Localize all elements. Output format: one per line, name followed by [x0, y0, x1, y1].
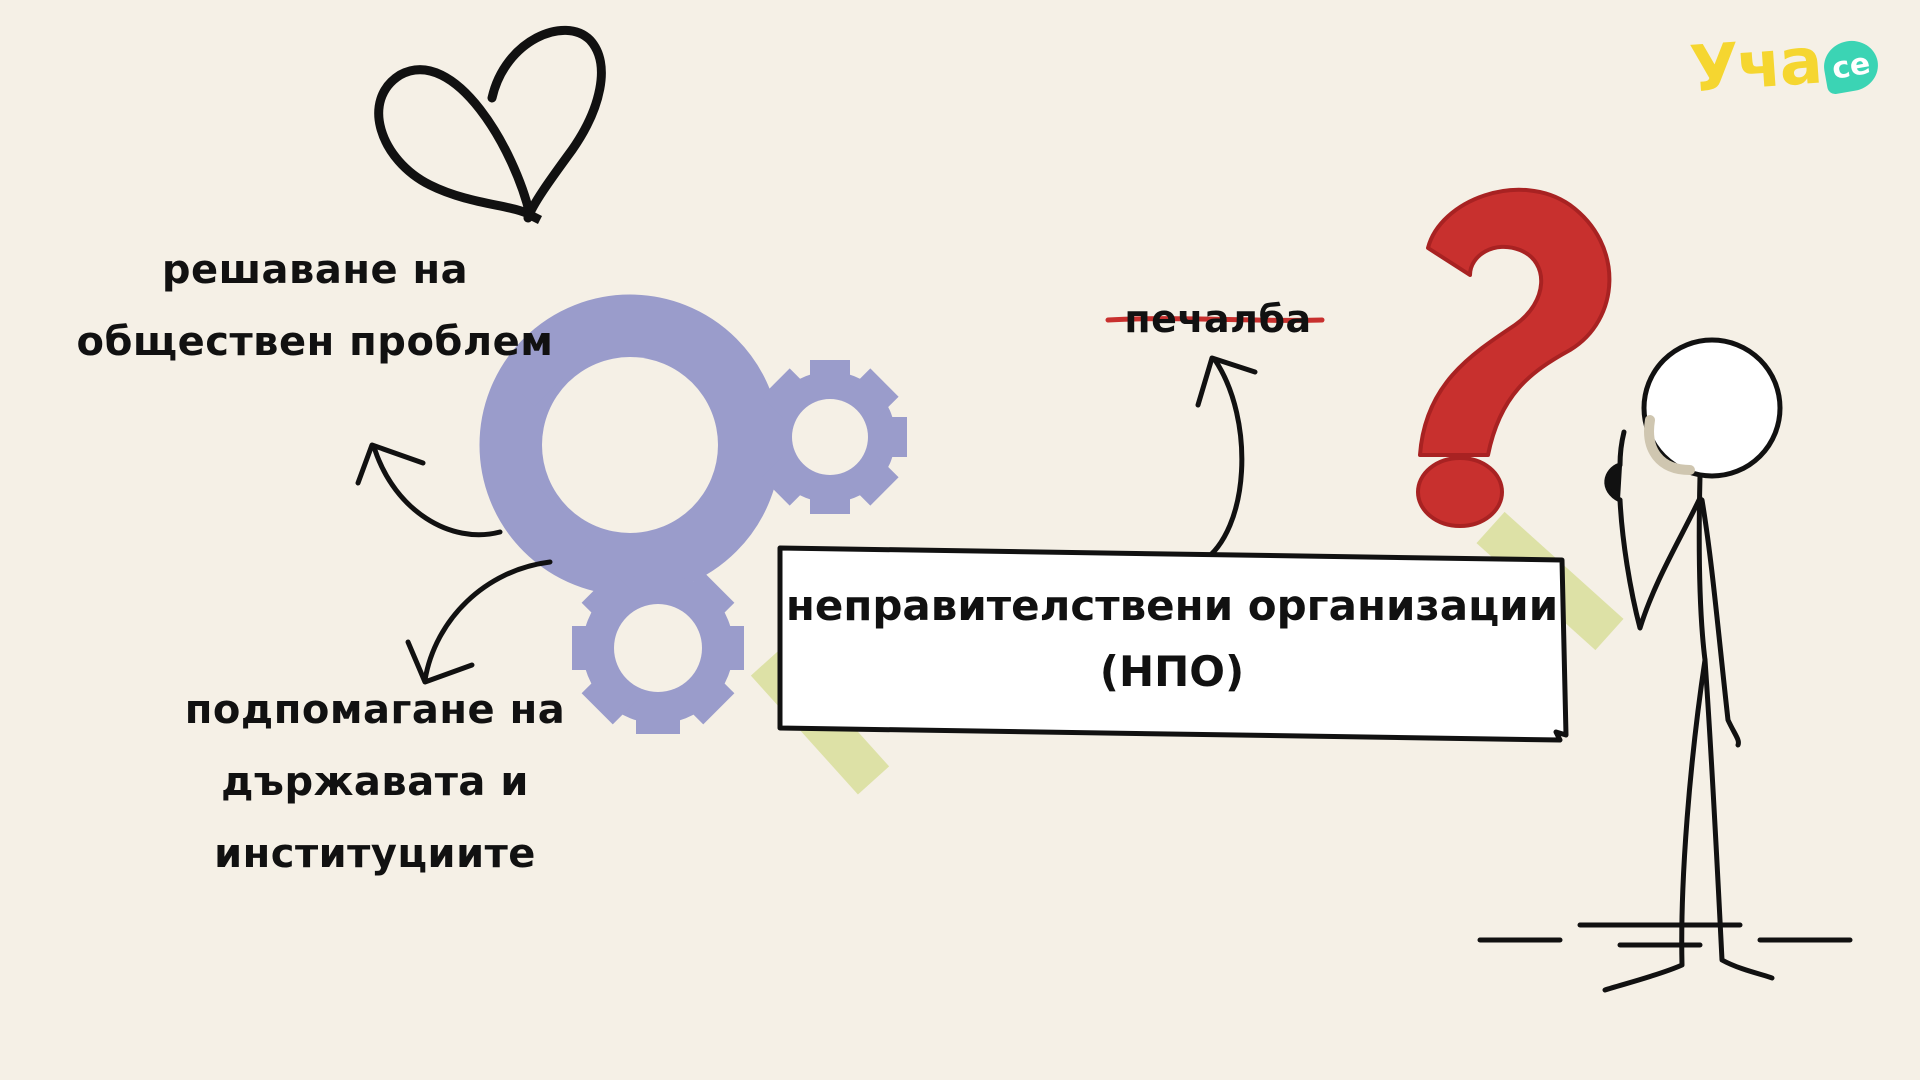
logo-text: Уча: [1687, 24, 1823, 108]
ngo-abbreviation: (НПО): [1099, 647, 1245, 696]
question-mark-icon: [1416, 187, 1612, 528]
ngo-box: неправителствени организации (НПО): [780, 548, 1564, 730]
label-social-problem: решаване на обществен проблем: [76, 247, 554, 365]
stick-figure: [1477, 337, 1853, 993]
label-profit: печалба: [1124, 297, 1312, 341]
strike-line: [1105, 316, 1325, 323]
logo-badge-icon: ce: [1820, 36, 1883, 96]
label-support: подпомагане на държавата и институциите: [184, 687, 566, 877]
arrow-down-icon: [422, 559, 553, 683]
heart-icon: [374, 65, 543, 225]
logo: Уча ce: [1687, 24, 1890, 108]
logo-badge-text: ce: [1829, 45, 1874, 87]
ngo-box-frame: [777, 545, 1569, 743]
arrow-up-icon: [372, 447, 503, 538]
arrow-profit-icon: [1199, 357, 1245, 565]
ngo-title: неправителствени организации: [785, 581, 1559, 630]
gears-icon: [479, 294, 907, 734]
